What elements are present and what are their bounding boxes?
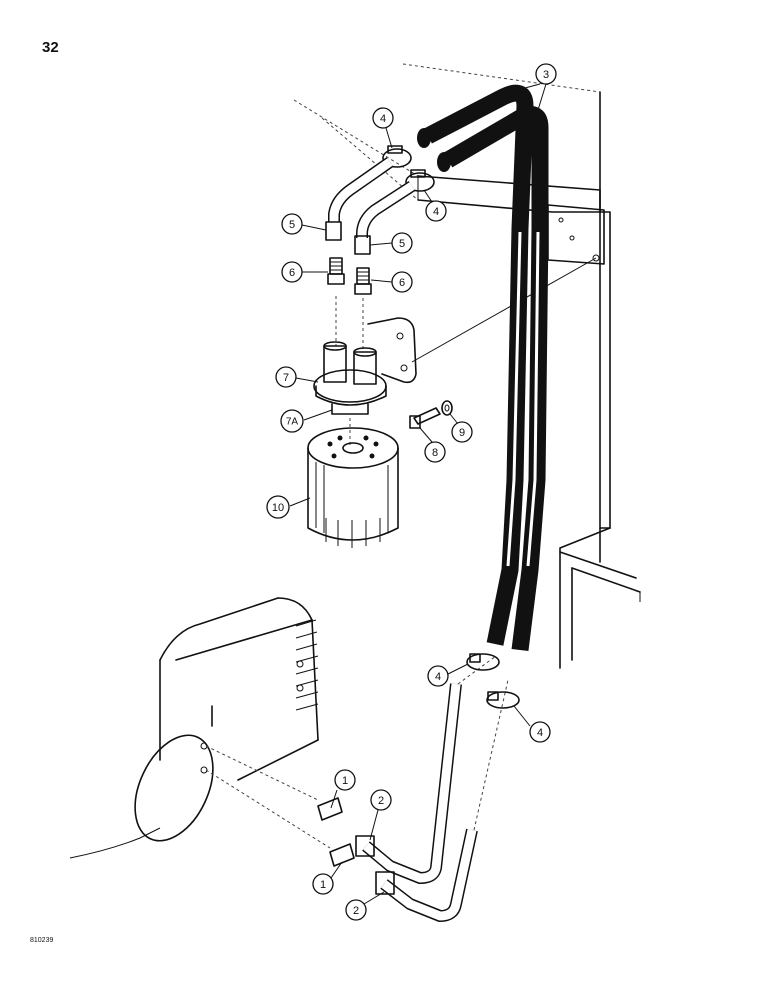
figure-id: 810239 — [30, 937, 53, 944]
callout-8: 8 — [419, 427, 446, 463]
callout-4b: 4 — [423, 189, 447, 222]
oil-filter — [307, 418, 399, 548]
callout-label: 6 — [289, 267, 295, 279]
callout-4d: 4 — [513, 705, 551, 743]
hose-clamp-upper — [382, 145, 435, 192]
callout-3: 3 — [509, 63, 557, 111]
bolt-and-washer — [409, 400, 453, 429]
engine-block — [69, 597, 331, 859]
tube-assembly-lower — [355, 653, 520, 922]
callout-5a: 5 — [281, 213, 327, 235]
connector-fittings — [317, 797, 355, 867]
callout-label: 4 — [435, 671, 441, 683]
callout-4a: 4 — [372, 107, 394, 149]
callout-label: 1 — [342, 775, 348, 787]
callout-label: 5 — [289, 219, 295, 231]
callout-label: 8 — [432, 447, 438, 459]
callout-10: 10 — [266, 495, 311, 519]
callout-label: 5 — [399, 238, 405, 250]
callout-6a: 6 — [281, 261, 328, 283]
frame-structure — [293, 63, 641, 669]
callout-4c: 4 — [427, 663, 469, 687]
callout-label: 6 — [399, 277, 405, 289]
page-number: 32 — [42, 39, 59, 56]
callout-label: 1 — [320, 879, 326, 891]
callout-label: 4 — [380, 113, 386, 125]
callout-label: 3 — [543, 69, 549, 81]
callout-6b: 6 — [370, 271, 413, 293]
callout-1b: 1 — [312, 861, 343, 895]
callout-1a: 1 — [330, 769, 356, 809]
callout-7: 7 — [275, 366, 319, 388]
callout-5b: 5 — [369, 232, 413, 254]
callout-2a: 2 — [369, 789, 392, 841]
callout-label: 2 — [378, 795, 384, 807]
callout-7a: 7A — [280, 409, 333, 433]
callout-label: 4 — [537, 727, 543, 739]
callout-2b: 2 — [345, 891, 385, 921]
callout-9: 9 — [449, 413, 473, 443]
filter-head — [313, 317, 417, 415]
callout-label: 7A — [286, 417, 299, 428]
callout-label: 7 — [283, 372, 289, 384]
callout-label: 10 — [272, 502, 284, 514]
callout-label: 4 — [433, 206, 439, 218]
mount-leader-line — [411, 257, 597, 363]
oil-cooler-hose — [417, 84, 549, 652]
tube-assembly-upper — [325, 157, 416, 255]
adapter-fittings — [327, 257, 372, 352]
callout-label: 9 — [459, 427, 465, 439]
callout-label: 2 — [353, 905, 359, 917]
